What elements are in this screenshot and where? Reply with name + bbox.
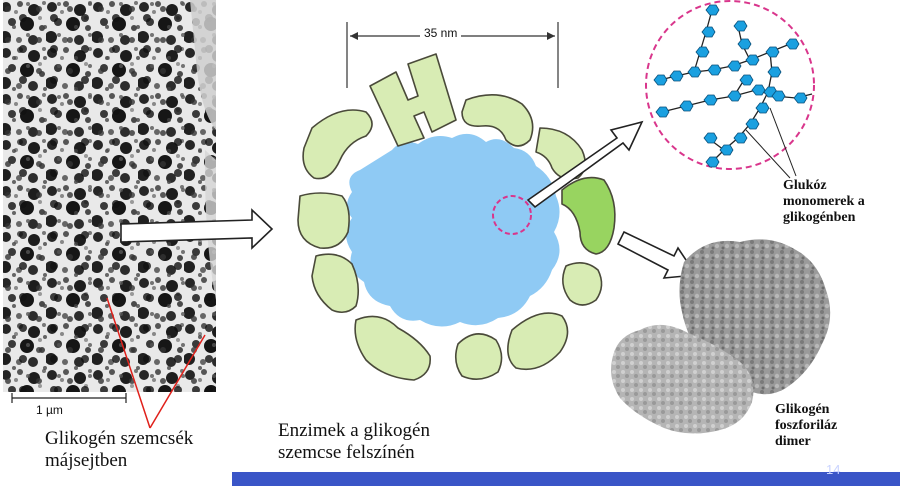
zoom-circle-small: [492, 195, 532, 235]
glucose-hexagon: [703, 94, 718, 106]
glucose-hexagon: [745, 118, 760, 130]
glucose-hexagon: [695, 46, 710, 58]
glucose-caption: Glukóz monomerek a glikogénben: [783, 178, 865, 226]
glucose-hexagon: [765, 46, 780, 58]
glucose-hexagon: [669, 70, 684, 82]
glucose-hexagon: [705, 156, 720, 168]
page-number: 14: [826, 462, 841, 477]
footer-bar: [232, 472, 900, 486]
glucose-hexagon: [771, 90, 786, 102]
glucose-hexagon: [701, 26, 716, 38]
glucose-hexagon: [793, 92, 808, 104]
glucose-hexagon: [655, 106, 670, 118]
glucose-hexagon: [785, 38, 800, 50]
glucose-caption-line2: monomerek a: [783, 194, 865, 210]
glucose-hexagon: [727, 90, 742, 102]
glucose-hexagon: [679, 100, 694, 112]
diameter-label: 35 nm: [420, 26, 462, 40]
glucose-hexagon: [739, 74, 754, 86]
glucose-hexagon: [719, 144, 734, 156]
glucose-hexagon: [705, 4, 720, 16]
phosphorylase-dimer-image: [611, 239, 831, 434]
enzymes-caption: Enzimek a glikogén szemcse felszínén: [278, 420, 430, 464]
glucose-hexagon: [733, 20, 748, 32]
enzyme-h-shape: [369, 53, 457, 147]
glucose-hexagon: [745, 54, 760, 66]
glycogen-core: [346, 133, 560, 327]
granules-caption: Glikogén szemcsék májsejtben: [45, 428, 193, 472]
glucose-hexagon: [653, 74, 668, 86]
enzyme-blob: [535, 127, 586, 180]
glucose-hexagon: [751, 84, 766, 96]
glucose-hexagon: [733, 132, 748, 144]
glucose-caption-line3: glikogénben: [783, 210, 856, 226]
enzyme-blob: [354, 315, 431, 381]
enzymes-caption-line1: Enzimek a glikogén: [278, 420, 430, 441]
enzyme-blob: [302, 109, 373, 180]
enzyme-highlighted: [561, 176, 616, 255]
enzyme-ring: [297, 53, 616, 381]
zoom-arrow-micrograph: [120, 208, 274, 250]
zoom-arrow-monomers: [526, 120, 644, 209]
enzyme-blob: [461, 94, 534, 147]
enzyme-blob: [311, 253, 360, 314]
glucose-hexagon: [767, 66, 782, 78]
micrograph-scale-label: 1 µm: [36, 403, 63, 417]
phosphorylase-caption-line3: dimer: [775, 434, 811, 450]
glucose-hexagon: [755, 102, 770, 114]
enzyme-blob: [454, 333, 503, 380]
enzymes-caption-line2: szemcse felszínén: [278, 441, 415, 463]
phosphorylase-caption-line2: foszforiláz: [775, 418, 838, 434]
glucose-hexagon: [703, 132, 718, 144]
glucose-hexagon: [707, 64, 722, 76]
micrograph-scale-bar: [11, 393, 127, 403]
glucose-caption-line1: Glukóz: [783, 178, 827, 193]
glucose-monomer-detail: [645, 0, 815, 179]
enzyme-blob: [507, 312, 569, 371]
enzyme-blob: [297, 192, 350, 249]
micrograph-image: [3, 0, 216, 392]
granules-caption-line1: Glikogén szemcsék: [45, 428, 194, 449]
granule-pointer-lines: [106, 297, 206, 429]
glucose-hexagon: [727, 60, 742, 72]
phosphorylase-caption-line1: Glikogén: [775, 402, 830, 417]
zoom-arrow-enzyme: [616, 230, 698, 279]
glucose-hexagon: [687, 66, 702, 78]
granules-caption-line2: májsejtben: [45, 449, 128, 471]
enzyme-blob: [562, 262, 603, 306]
phosphorylase-caption: Glikogén foszforiláz dimer: [775, 402, 837, 450]
glucose-hexagon: [737, 38, 752, 50]
